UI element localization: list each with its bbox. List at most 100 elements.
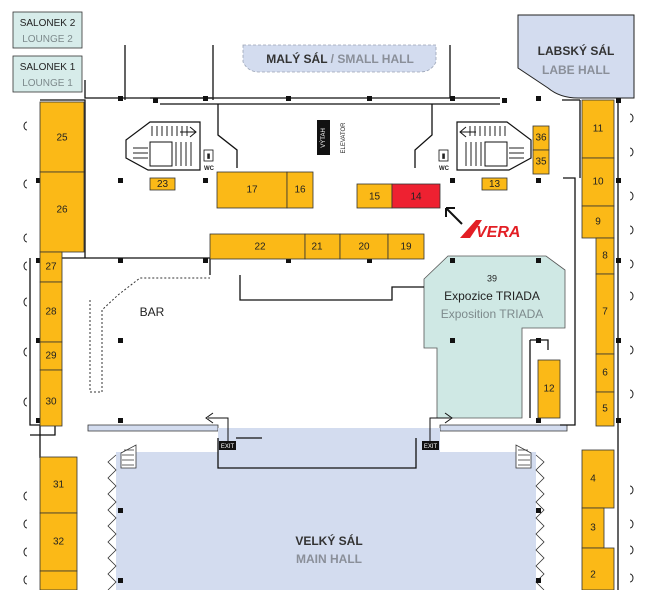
booth-14-label: 14	[410, 192, 422, 203]
main-hall-title-cz: VELKÝ SÁL	[295, 533, 362, 548]
booth-30[interactable]	[39, 369, 63, 427]
booth-16-label: 16	[294, 185, 306, 196]
booth-35-label: 35	[535, 157, 547, 168]
exit-right-arrow-icon	[429, 412, 453, 441]
elevator-box[interactable]	[317, 120, 330, 155]
lounge-1-title: SALONEK 1	[20, 62, 76, 73]
booth-2[interactable]	[581, 547, 615, 590]
booth-4-label: 4	[590, 474, 596, 485]
booth-15[interactable]	[356, 183, 393, 209]
booth-8-label: 8	[602, 251, 608, 262]
lounge-2-title: SALONEK 2	[20, 18, 76, 29]
booth-4[interactable]	[581, 449, 615, 509]
booth-19-label: 19	[400, 242, 412, 253]
main-hall-area[interactable]	[116, 452, 536, 590]
staircase-left	[125, 121, 201, 171]
booth-32-label: 32	[53, 537, 65, 548]
elevator-label-en: ELEVATOR	[341, 122, 347, 154]
bar-outline	[89, 277, 210, 393]
wc-left-glyph: ▮	[207, 153, 211, 160]
booth-32[interactable]	[39, 512, 78, 572]
main-hall-title-en: MAIN HALL	[296, 552, 362, 566]
booth-11-label: 11	[593, 124, 604, 135]
booth-27-label: 27	[45, 262, 57, 273]
vera-logo-mark-icon	[460, 220, 482, 238]
booth-17-label: 17	[246, 185, 258, 196]
booths: 25 26 27 28 29 30 31 32 23 17 16 15 14 2…	[39, 99, 615, 590]
booth-5[interactable]	[595, 391, 615, 427]
booth-13[interactable]	[481, 177, 508, 191]
booth-21[interactable]	[304, 233, 341, 260]
exit-right-label: EXIT	[424, 444, 438, 450]
booth-25-label: 25	[56, 133, 68, 144]
lounge-2-sub: LOUNGE 2	[22, 34, 73, 45]
triada-number: 39	[487, 273, 497, 283]
pillars	[36, 96, 621, 583]
booth-30-label: 30	[45, 397, 57, 408]
vera-logo[interactable]: VERA	[460, 220, 520, 241]
booth-14[interactable]	[391, 183, 441, 209]
booth-12-label: 12	[543, 384, 555, 395]
booth-36-label: 36	[535, 133, 547, 144]
booth-23[interactable]	[149, 177, 176, 191]
staircase-right	[456, 121, 532, 171]
lounge-1-box[interactable]	[12, 55, 83, 93]
booth-25[interactable]	[39, 101, 85, 173]
booth-29-label: 29	[45, 351, 57, 362]
booth-9-label: 9	[595, 217, 601, 228]
labe-hall-title-cz: LABSKÝ SÁL	[538, 43, 615, 58]
lounge-2-box[interactable]	[12, 11, 83, 49]
exit-left-label: EXIT	[221, 444, 235, 450]
booth-2-label: 2	[590, 570, 596, 581]
booth-26-label: 26	[56, 205, 68, 216]
booth-35[interactable]	[532, 149, 550, 175]
triada-title-cz: Expozice TRIADA	[444, 289, 540, 303]
pointer-arrow-icon	[445, 207, 463, 225]
wc-left[interactable]: ▮ WC	[203, 149, 215, 172]
booth-13-label: 13	[489, 179, 501, 190]
labe-hall-area[interactable]	[517, 14, 635, 99]
small-hall-area[interactable]	[242, 44, 437, 73]
booth-6-label: 6	[602, 368, 608, 379]
booth-5-label: 5	[602, 404, 608, 415]
booth-31-label: 31	[53, 480, 65, 491]
labe-hall-title-en: LABE HALL	[542, 63, 610, 77]
booth-10-label: 10	[592, 177, 604, 188]
radiator-markers	[23, 113, 634, 585]
booth-7-label: 7	[602, 307, 608, 318]
booth-9[interactable]	[581, 205, 615, 239]
booth-12[interactable]	[537, 359, 561, 419]
wc-right-label: WC	[439, 166, 450, 172]
booth-11[interactable]	[581, 99, 615, 159]
booth-16[interactable]	[286, 171, 314, 209]
walls	[29, 45, 619, 590]
booth-10[interactable]	[581, 157, 615, 207]
bar-label: BAR	[140, 305, 165, 319]
booth-19[interactable]	[387, 233, 425, 260]
wc-left-label: WC	[204, 166, 215, 172]
triada-title-en: Exposition TRIADA	[441, 307, 544, 321]
wc-right-glyph: ▮	[442, 153, 446, 160]
small-hall-separator: /	[327, 52, 337, 66]
booth-3-label: 3	[590, 523, 596, 534]
lounge-1-sub: LOUNGE 1	[22, 78, 73, 89]
elevator-label-cz: VÝTAH	[320, 128, 327, 148]
booth-26[interactable]	[39, 171, 85, 253]
wc-right[interactable]: ▮ WC	[438, 149, 450, 172]
triada-exposition-area[interactable]	[423, 255, 566, 419]
booth-22-label: 22	[254, 242, 266, 253]
exit-left[interactable]: EXIT	[205, 412, 236, 450]
exit-right[interactable]: EXIT	[422, 412, 453, 450]
booth-28-label: 28	[45, 307, 57, 318]
exit-left-arrow-icon	[205, 412, 229, 441]
booth-22[interactable]	[209, 233, 306, 260]
small-hall-title-cz: MALÝ SÁL	[266, 51, 327, 66]
vera-logo-text: VERA	[476, 224, 520, 241]
small-hall-title-en: SMALL HALL	[337, 52, 413, 66]
booth-23-label: 23	[157, 179, 169, 190]
booth-21-label: 21	[311, 242, 323, 253]
small-hall-title: MALÝ SÁL / SMALL HALL	[266, 51, 414, 66]
booth-20-label: 20	[358, 242, 370, 253]
small-stairs	[120, 444, 532, 469]
